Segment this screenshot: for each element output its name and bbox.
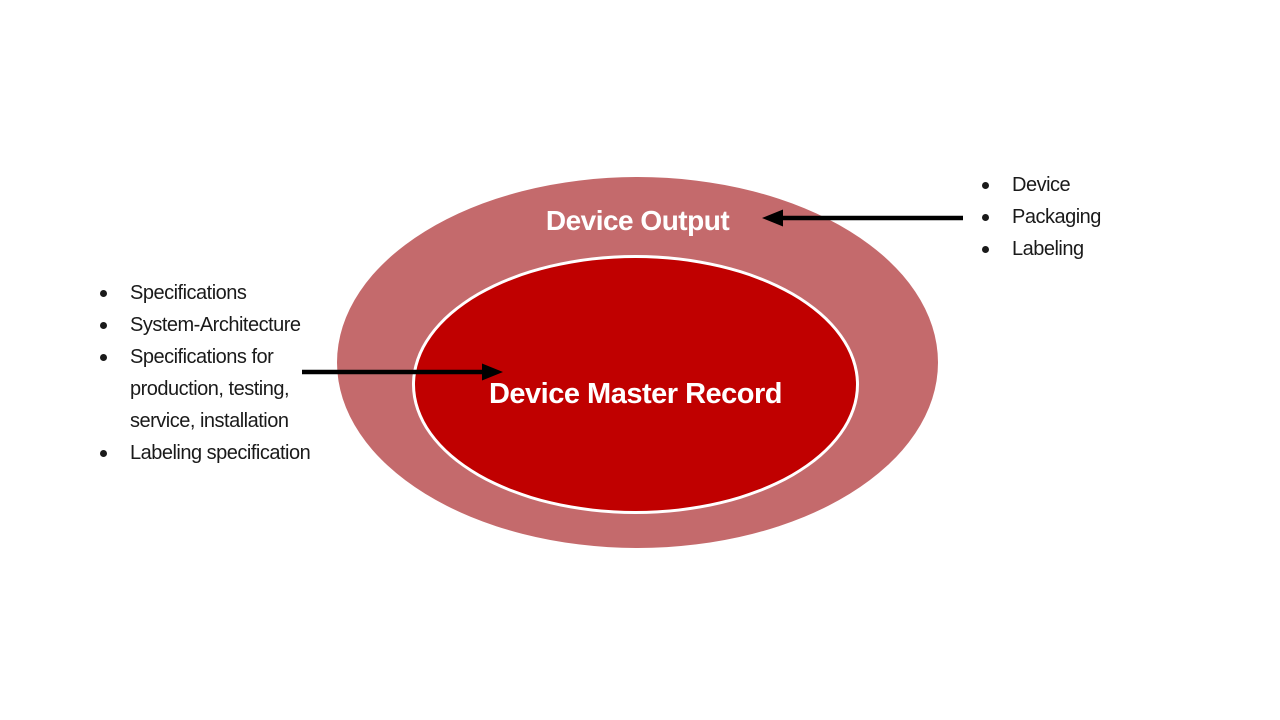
bullet-text: System-Architecture: [130, 314, 301, 336]
bullet-icon: [100, 322, 107, 329]
bullet-text: Packaging: [1012, 206, 1101, 228]
right-pointing-arrow-icon: [302, 363, 503, 381]
list-item: Packaging: [977, 201, 1157, 233]
bullet-icon: [100, 354, 107, 361]
device-master-record-label: Device Master Record: [488, 378, 783, 410]
left-pointing-arrow-icon: [762, 209, 963, 227]
list-item: Labeling: [977, 233, 1157, 265]
list-item: Specifications: [95, 277, 325, 309]
bullet-icon: [982, 182, 989, 189]
list-item: Labeling specification: [95, 437, 325, 469]
bullet-text: Labeling specification: [130, 442, 311, 464]
bullet-icon: [982, 246, 989, 253]
list-item: Device: [977, 169, 1157, 201]
bullet-icon: [100, 450, 107, 457]
right-bullet-list: Device Packaging Labeling: [977, 169, 1157, 265]
bullet-text: Device: [1012, 174, 1071, 196]
left-bullet-list: Specifications System-Architecture Speci…: [95, 277, 325, 469]
bullet-icon: [982, 214, 989, 221]
bullet-text: Specifications: [130, 282, 247, 304]
list-item: System-Architecture: [95, 309, 325, 341]
bullet-text: Labeling: [1012, 238, 1084, 260]
bullet-text: Specifications for production, testing, …: [130, 346, 290, 432]
bullet-icon: [100, 290, 107, 297]
list-item: Specifications for production, testing, …: [95, 341, 325, 437]
device-output-label: Device Output: [545, 205, 730, 236]
device-master-record-ellipse: [412, 255, 859, 514]
